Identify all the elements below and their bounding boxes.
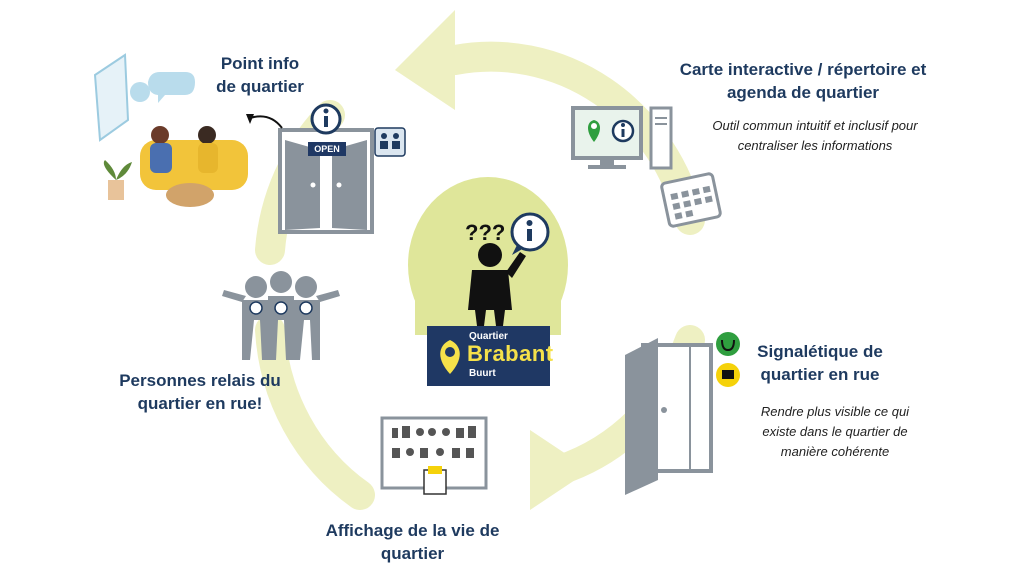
logo-bottom-text: Buurt (469, 368, 496, 379)
help-people-sign-icon (374, 127, 406, 157)
desc-signaletique-line1: Rendre plus visible ce qui (760, 404, 910, 419)
chat-bubble-icon (510, 212, 550, 255)
label-affichage-line1: Affichage de la vie de (325, 521, 500, 540)
label-point-info: Point info de quartier (190, 52, 330, 98)
cycle-arrowhead-top (395, 10, 455, 110)
label-relais-line2: quartier en rue! (137, 394, 263, 413)
info-badges-icon (249, 301, 313, 315)
cycle-arrowhead-bottom (530, 430, 590, 510)
label-signaletique: Signalétique de quartier en rue (740, 340, 900, 386)
label-carte-line1: Carte interactive / répertoire et (679, 60, 927, 79)
confused-person-icon (468, 243, 526, 326)
info-icon (310, 103, 342, 135)
open-sign: OPEN (308, 142, 346, 156)
logo-top-text: Quartier (469, 331, 508, 342)
location-pin-logo-icon (440, 340, 460, 374)
computer-icon (571, 106, 673, 170)
poster-board-icon (380, 416, 488, 495)
curved-arrow-icon (249, 115, 283, 129)
label-relais-line1: Personnes relais du (119, 371, 281, 390)
label-signaletique-line2: quartier en rue (760, 365, 880, 384)
question-marks: ??? (465, 220, 506, 245)
desc-carte-line2: centraliser les informations (737, 138, 893, 153)
desc-carte-line1: Outil commun intuitif et inclusif pour (712, 118, 918, 133)
calendar-icon (660, 172, 722, 228)
desc-signaletique-line3: manière cohérente (780, 444, 890, 459)
door-icon (625, 338, 713, 495)
desc-carte: Outil commun intuitif et inclusif pour c… (680, 116, 950, 156)
food-sign-icon (716, 363, 740, 387)
health-sign-icon (716, 332, 740, 356)
desc-signaletique-line2: existe dans le quartier de (762, 424, 908, 439)
people-icon (222, 271, 340, 360)
label-affichage: Affichage de la vie de quartier (300, 519, 525, 565)
open-door-icon (278, 128, 374, 234)
logo-main-text: Brabant (467, 341, 554, 366)
quartier-brabant-logo: Quartier Brabant Buurt (427, 326, 553, 386)
label-carte-line2: agenda de quartier (726, 83, 880, 102)
location-pin-icon (588, 120, 600, 142)
info-icon-computer (611, 119, 635, 143)
label-point-info-line1: Point info (220, 54, 300, 73)
label-affichage-line2: quartier (380, 544, 445, 563)
conversation-illustration (93, 53, 248, 207)
label-relais: Personnes relais du quartier en rue! (100, 369, 300, 415)
label-point-info-line2: de quartier (216, 77, 304, 96)
label-signaletique-line1: Signalétique de (757, 342, 883, 361)
label-carte: Carte interactive / répertoire et agenda… (648, 58, 958, 104)
desc-signaletique: Rendre plus visible ce qui existe dans l… (735, 402, 935, 462)
